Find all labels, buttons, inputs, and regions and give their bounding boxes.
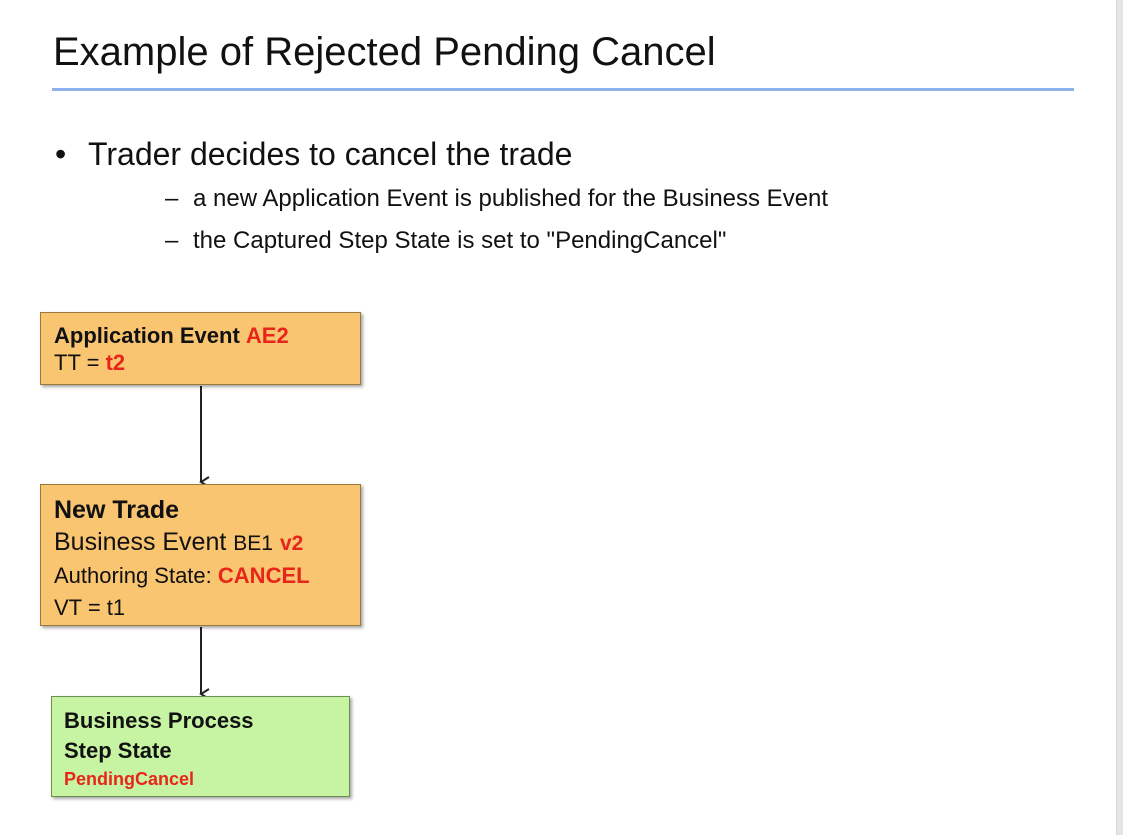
authoring-state-label: Authoring State:	[54, 563, 212, 588]
authoring-state-line: Authoring State: CANCEL	[54, 560, 360, 592]
tt-label: TT =	[54, 350, 100, 375]
step-state-value: PendingCancel	[64, 769, 195, 789]
new-trade-title: New Trade	[54, 496, 180, 524]
application-event-id: AE2	[245, 323, 289, 348]
slide-title: Example of Rejected Pending Cancel	[53, 30, 716, 74]
business-event-label: Business Event	[54, 528, 227, 556]
application-event-label: Application Event	[54, 323, 240, 348]
business-event-line: Business Event BE1 v2	[54, 526, 360, 560]
bullet-item: • Trader decides to cancel the trade	[55, 134, 572, 174]
sub-bullet-marker: –	[165, 227, 179, 254]
step-state-title-line2: Step State	[64, 738, 172, 763]
step-state-title-line1: Business Process	[64, 708, 254, 733]
application-event-line: Application Event AE2	[54, 322, 360, 349]
tt-value: t2	[105, 350, 126, 375]
sub-bullet-item: –the Captured Step State is set to "Pend…	[165, 226, 726, 256]
transaction-time-line: TT = t2	[54, 349, 360, 376]
step-state-box: Business Process Step State PendingCance…	[51, 696, 350, 797]
new-trade-box: New Trade Business Event BE1 v2 Authorin…	[40, 484, 361, 626]
slide-right-edge	[1116, 0, 1123, 835]
bullet-text: Trader decides to cancel the trade	[88, 136, 573, 172]
business-event-version: v2	[279, 532, 304, 555]
sub-bullet-marker: –	[165, 185, 179, 212]
sub-bullet-text: the Captured Step State is set to "Pendi…	[193, 227, 727, 254]
business-event-id: BE1	[233, 532, 273, 555]
valid-time-line: VT = t1	[54, 595, 126, 620]
sub-bullet-item: –a new Application Event is published fo…	[165, 184, 828, 214]
authoring-state-value: CANCEL	[217, 563, 310, 588]
sub-bullet-text: a new Application Event is published for…	[193, 185, 829, 212]
application-event-box: Application Event AE2 TT = t2	[40, 312, 361, 385]
bullet-marker: •	[55, 136, 67, 172]
title-underline	[52, 88, 1074, 91]
